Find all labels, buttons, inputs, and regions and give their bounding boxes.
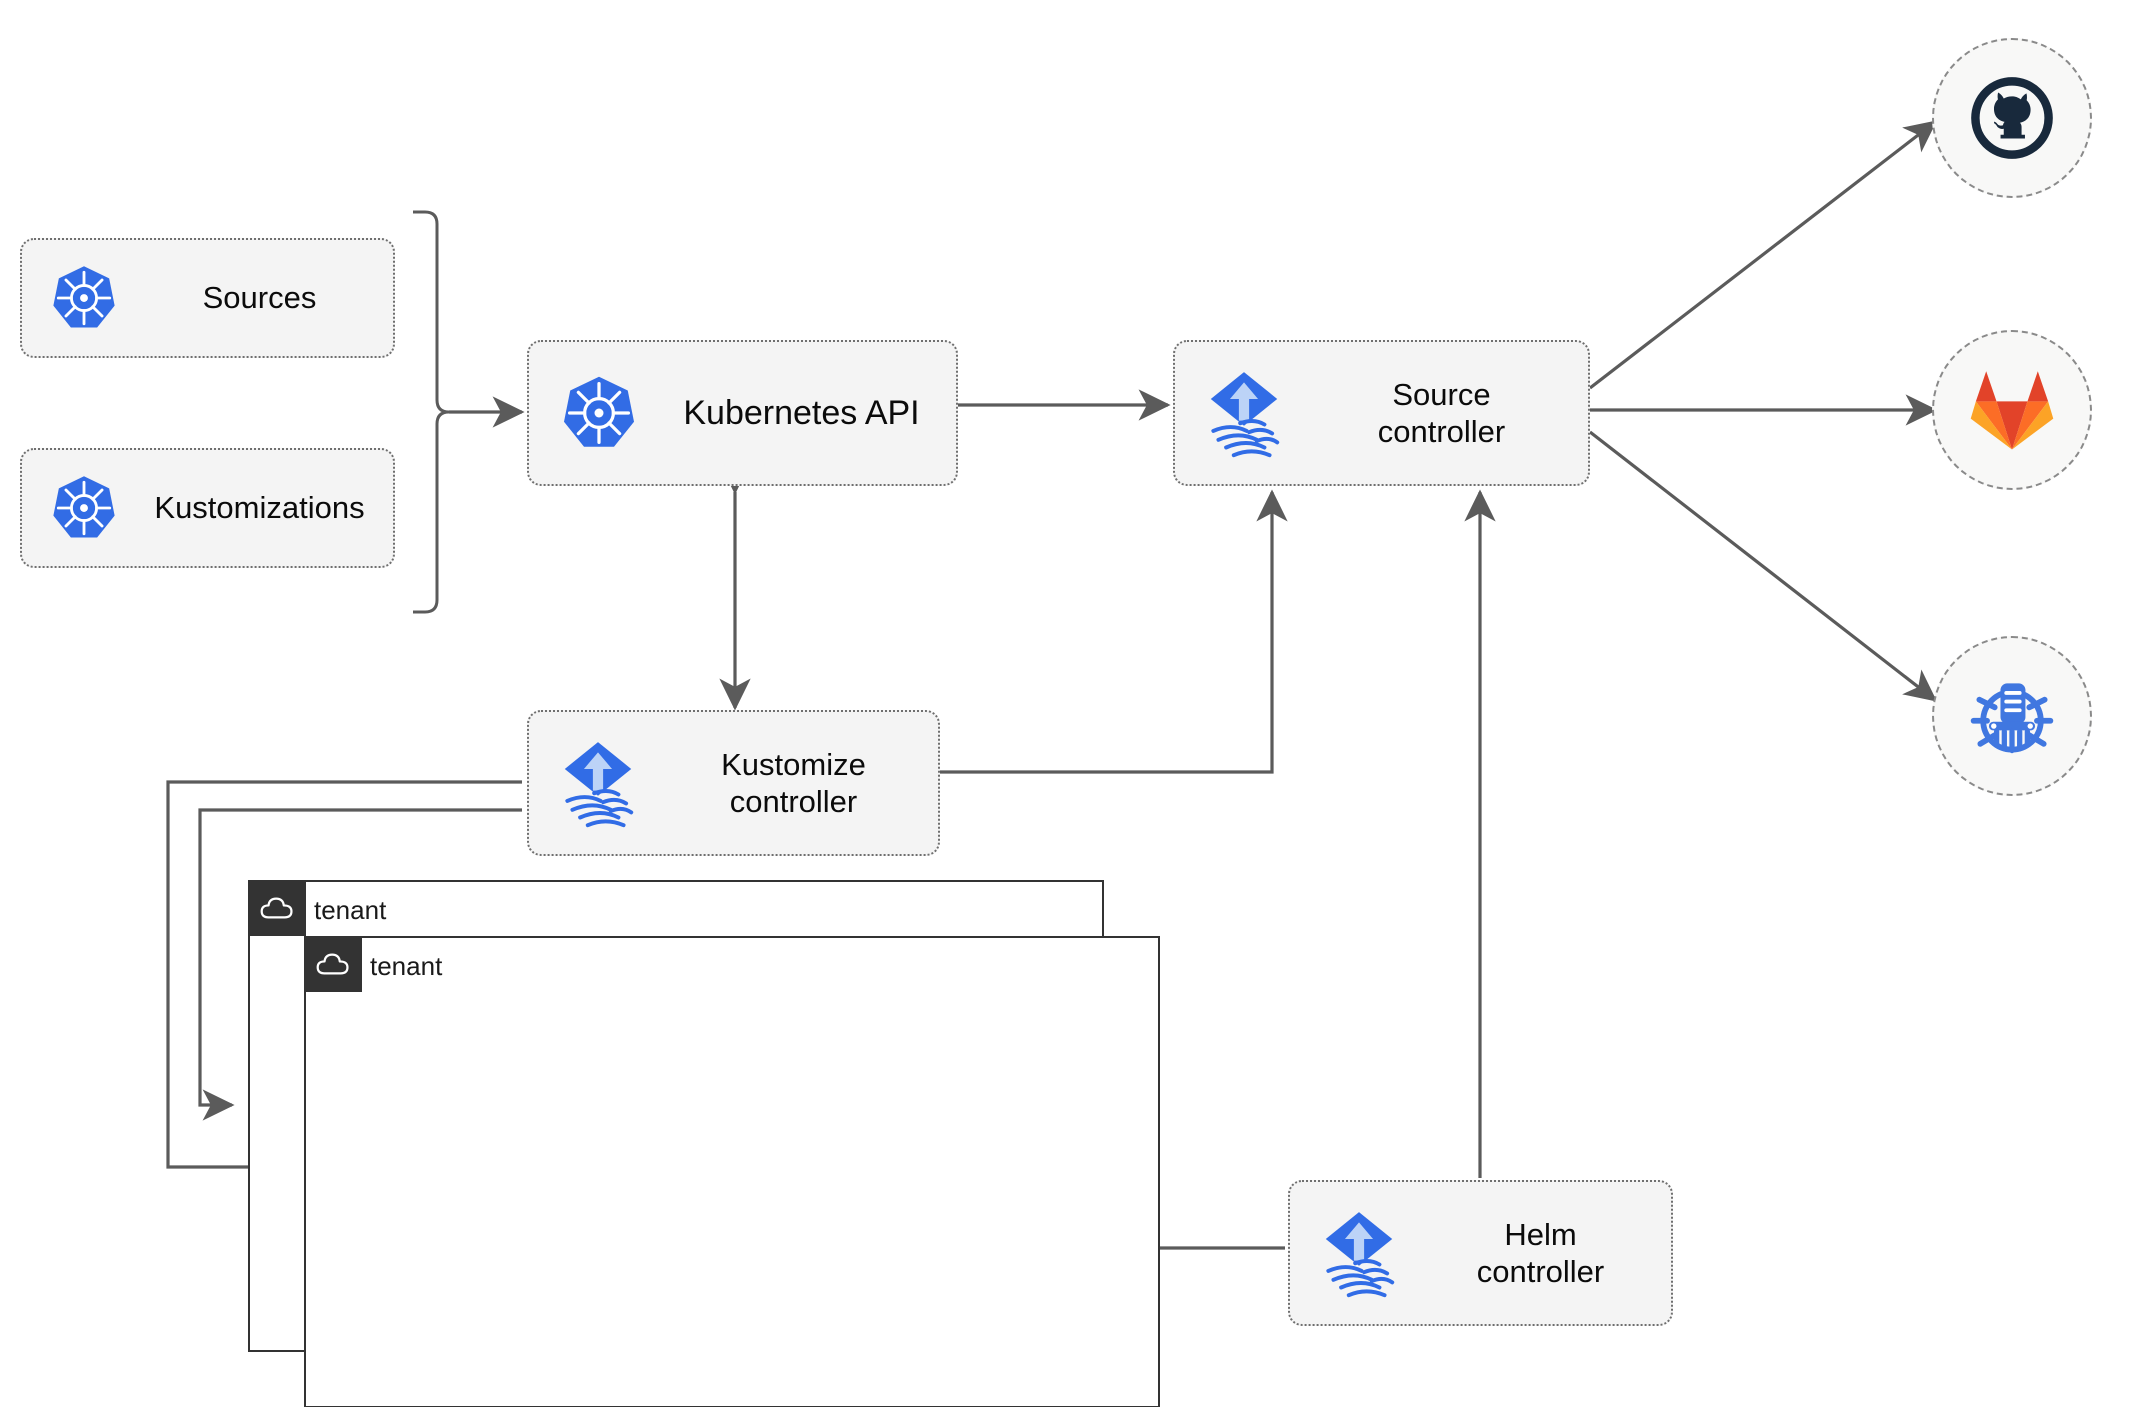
node-label: Sources — [202, 280, 317, 316]
node-label: Kustomize controller — [721, 746, 866, 819]
provider-github[interactable] — [1932, 38, 2092, 198]
flux-icon — [1185, 367, 1303, 459]
node-helm-controller[interactable]: Helm controller — [1288, 1180, 1673, 1326]
node-kustomize-controller[interactable]: Kustomize controller — [527, 710, 940, 856]
github-icon — [1971, 77, 2053, 159]
cloud-icon — [303, 935, 362, 992]
node-kustomizations[interactable]: Kustomizations — [20, 448, 395, 568]
gitlab-icon — [1970, 371, 2054, 450]
flux-icon — [1300, 1207, 1418, 1299]
kubernetes-icon — [34, 473, 134, 543]
tenant-label: tenant — [314, 895, 387, 925]
wire-source-bucket — [1589, 430, 1938, 702]
node-sources[interactable]: Sources — [20, 238, 395, 358]
node-label: Kustomizations — [154, 490, 365, 526]
kubernetes-icon — [34, 263, 134, 333]
flux-icon — [539, 737, 657, 829]
wire-source-github — [1589, 120, 1938, 390]
node-label: Source controller — [1377, 376, 1506, 449]
node-label: Helm controller — [1476, 1216, 1605, 1289]
bucket-icon — [1970, 683, 2054, 754]
provider-gitlab[interactable] — [1932, 330, 2092, 490]
wire-bracket — [413, 210, 450, 614]
tenant-inner[interactable]: tenant — [303, 935, 1160, 1407]
wire-kustomize-source — [940, 489, 1288, 774]
provider-bucket[interactable] — [1932, 636, 2092, 796]
tenant-label: tenant — [370, 951, 443, 981]
cloud-icon — [247, 879, 306, 936]
kubernetes-icon — [543, 373, 655, 453]
node-kubernetes-api[interactable]: Kubernetes API — [527, 340, 958, 486]
node-label: Kubernetes API — [683, 393, 920, 432]
node-source-controller[interactable]: Source controller — [1173, 340, 1590, 486]
